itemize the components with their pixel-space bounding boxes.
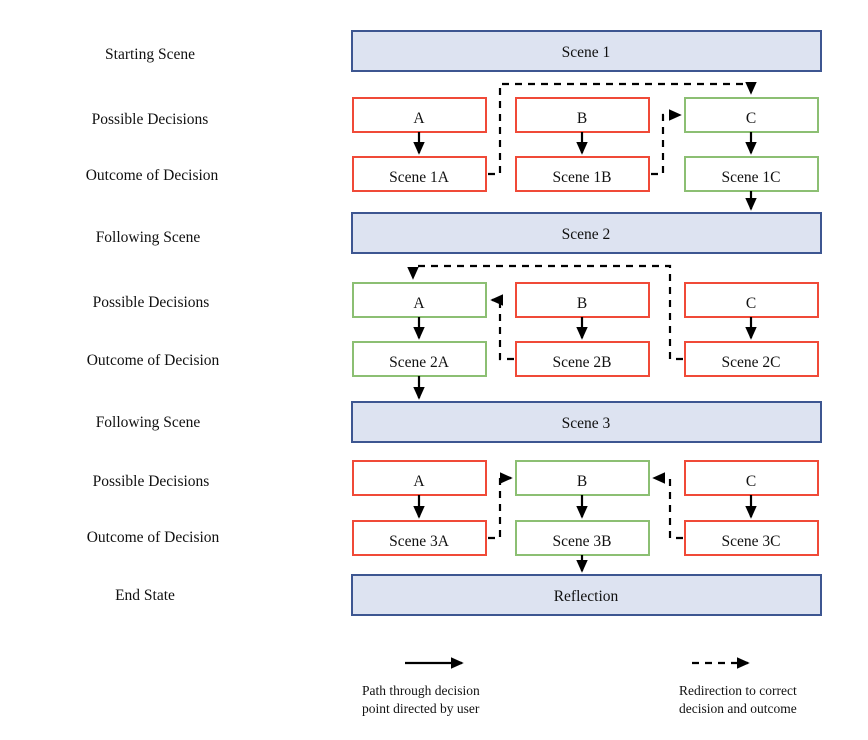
legend-solid-text-line-1: Path through decision [362, 683, 480, 698]
outcome-label: Scene 3A [389, 533, 450, 550]
stage-2-outcome-b[interactable]: Scene 2B [515, 341, 650, 377]
scene-bar-reflection[interactable]: Reflection [351, 574, 822, 616]
scene-bar-label: Scene 2 [562, 226, 611, 243]
row-label-outcome-of-decision-1: Outcome of Decision [86, 167, 219, 184]
scene-bar-label: Scene 1 [562, 44, 611, 61]
row-label-outcome-of-decision-2: Outcome of Decision [87, 352, 220, 369]
legend-dashed-text-line-1: Redirection to correct [679, 683, 797, 698]
stage-3-decision-a[interactable]: A [352, 460, 487, 496]
decision-label: B [577, 110, 587, 127]
row-label-starting-scene: Starting Scene [105, 46, 195, 63]
stage-3-outcome-c[interactable]: Scene 3C [684, 520, 819, 556]
stage-2-decision-a[interactable]: A [352, 282, 487, 318]
decision-label: B [577, 295, 587, 312]
outcome-label: Scene 3B [553, 533, 612, 550]
stage-3-outcome-a[interactable]: Scene 3A [352, 520, 487, 556]
stage-2-outcome-c[interactable]: Scene 2C [684, 341, 819, 377]
redirect-stage-2-c-to-a [407, 264, 683, 361]
row-label-possible-decisions-1: Possible Decisions [92, 111, 209, 128]
outcome-label: Scene 2A [389, 354, 450, 371]
decision-label: A [413, 295, 425, 312]
row-label-following-scene-2: Following Scene [96, 414, 201, 431]
scene-bar-scene-3[interactable]: Scene 3 [351, 401, 822, 443]
stage-2-decision-b[interactable]: B [515, 282, 650, 318]
stage-1-decision-a[interactable]: A [352, 97, 487, 133]
row-label-end-state: End State [115, 587, 175, 604]
outcome-label: Scene 3C [722, 533, 781, 550]
legend-solid-text-line-2: point directed by user [362, 701, 480, 716]
stage-2-outcome-a[interactable]: Scene 2A [352, 341, 487, 377]
row-label-possible-decisions-2: Possible Decisions [93, 294, 210, 311]
redirect-stage-1-a-to-c [488, 81, 757, 176]
stage-1-outcome-c[interactable]: Scene 1C [684, 156, 819, 192]
outcome-label: Scene 2B [553, 354, 612, 371]
legend-dashed-text-line-2: decision and outcome [679, 701, 797, 716]
outcome-label: Scene 2C [722, 354, 781, 371]
decision-label: B [577, 473, 587, 490]
scene-bar-scene-1[interactable]: Scene 1 [351, 30, 822, 72]
stage-3-outcome-b[interactable]: Scene 3B [515, 520, 650, 556]
stage-1-outcome-a[interactable]: Scene 1A [352, 156, 487, 192]
decision-label: C [746, 110, 756, 127]
scene-bar-label: Scene 3 [562, 415, 611, 432]
decision-label: C [746, 473, 756, 490]
stage-1-decision-c[interactable]: C [684, 97, 819, 133]
stage-1-decision-b[interactable]: B [515, 97, 650, 133]
decision-label: C [746, 295, 756, 312]
row-label-outcome-of-decision-3: Outcome of Decision [87, 529, 220, 546]
redirect-stage-3-a-to-b [488, 472, 513, 540]
stage-3-decision-c[interactable]: C [684, 460, 819, 496]
redirect-stage-2-b-to-a [490, 294, 514, 361]
decision-label: A [413, 110, 425, 127]
stage-2-decision-c[interactable]: C [684, 282, 819, 318]
row-label-possible-decisions-3: Possible Decisions [93, 473, 210, 490]
outcome-label: Scene 1C [722, 169, 781, 186]
redirect-stage-1-b-to-c [651, 109, 682, 176]
scene-bar-label: Reflection [554, 588, 619, 605]
outcome-label: Scene 1A [389, 169, 450, 186]
row-label-following-scene-1: Following Scene [96, 229, 201, 246]
redirect-stage-3-c-to-b [652, 472, 683, 540]
outcome-label: Scene 1B [553, 169, 612, 186]
decision-label: A [413, 473, 425, 490]
stage-3-decision-b[interactable]: B [515, 460, 650, 496]
scene-bar-scene-2[interactable]: Scene 2 [351, 212, 822, 254]
stage-1-outcome-b[interactable]: Scene 1B [515, 156, 650, 192]
